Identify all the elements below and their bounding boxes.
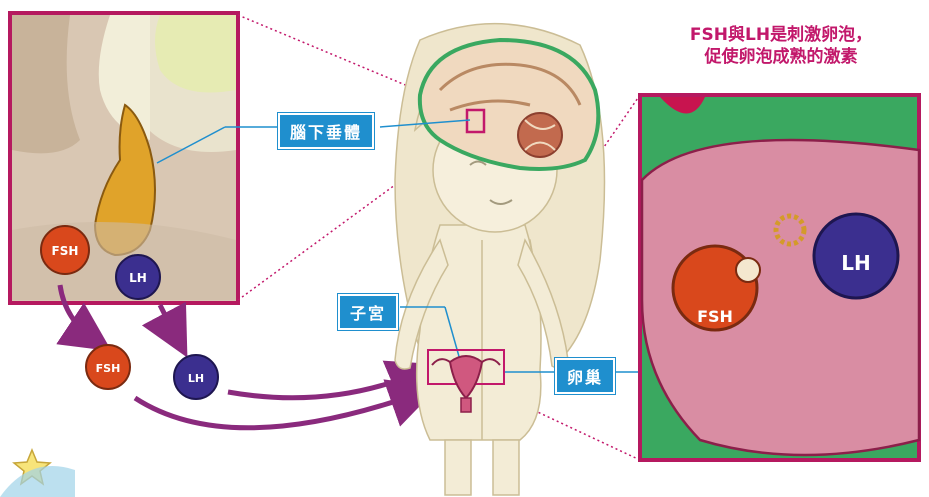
- fsh-ball-panel: FSH: [41, 226, 89, 274]
- arrow-lh-to-ovary: [228, 372, 420, 398]
- fsh-label-panel: FSH: [52, 244, 79, 258]
- label-ovary: 卵巢: [555, 358, 615, 394]
- label-uterus: 子宮: [338, 294, 398, 330]
- fsh-label-big: FSH: [697, 307, 733, 326]
- fsh-label-lower: FSH: [96, 362, 121, 375]
- lh-label-big: LH: [841, 251, 870, 275]
- lh-ball-lower: LH: [174, 355, 218, 399]
- label-pituitary: 腦下垂體: [278, 113, 374, 149]
- caption-line-2: 促使卵泡成熟的激素: [646, 46, 916, 68]
- arrow-lh-down: [160, 305, 178, 340]
- caption: FSH與LH是刺激卵泡， 促使卵泡成熟的激素: [646, 24, 916, 68]
- lh-label-panel: LH: [129, 271, 147, 285]
- rainbow-decoration: [0, 466, 75, 497]
- caption-line-1: FSH與LH是刺激卵泡，: [646, 24, 916, 46]
- lh-label-lower: LH: [188, 372, 204, 385]
- fsh-ball-big: FSH: [673, 246, 760, 330]
- lh-ball-panel: LH: [116, 255, 160, 299]
- lh-ball-big: LH: [814, 214, 898, 298]
- fsh-ball-lower: FSH: [86, 345, 130, 389]
